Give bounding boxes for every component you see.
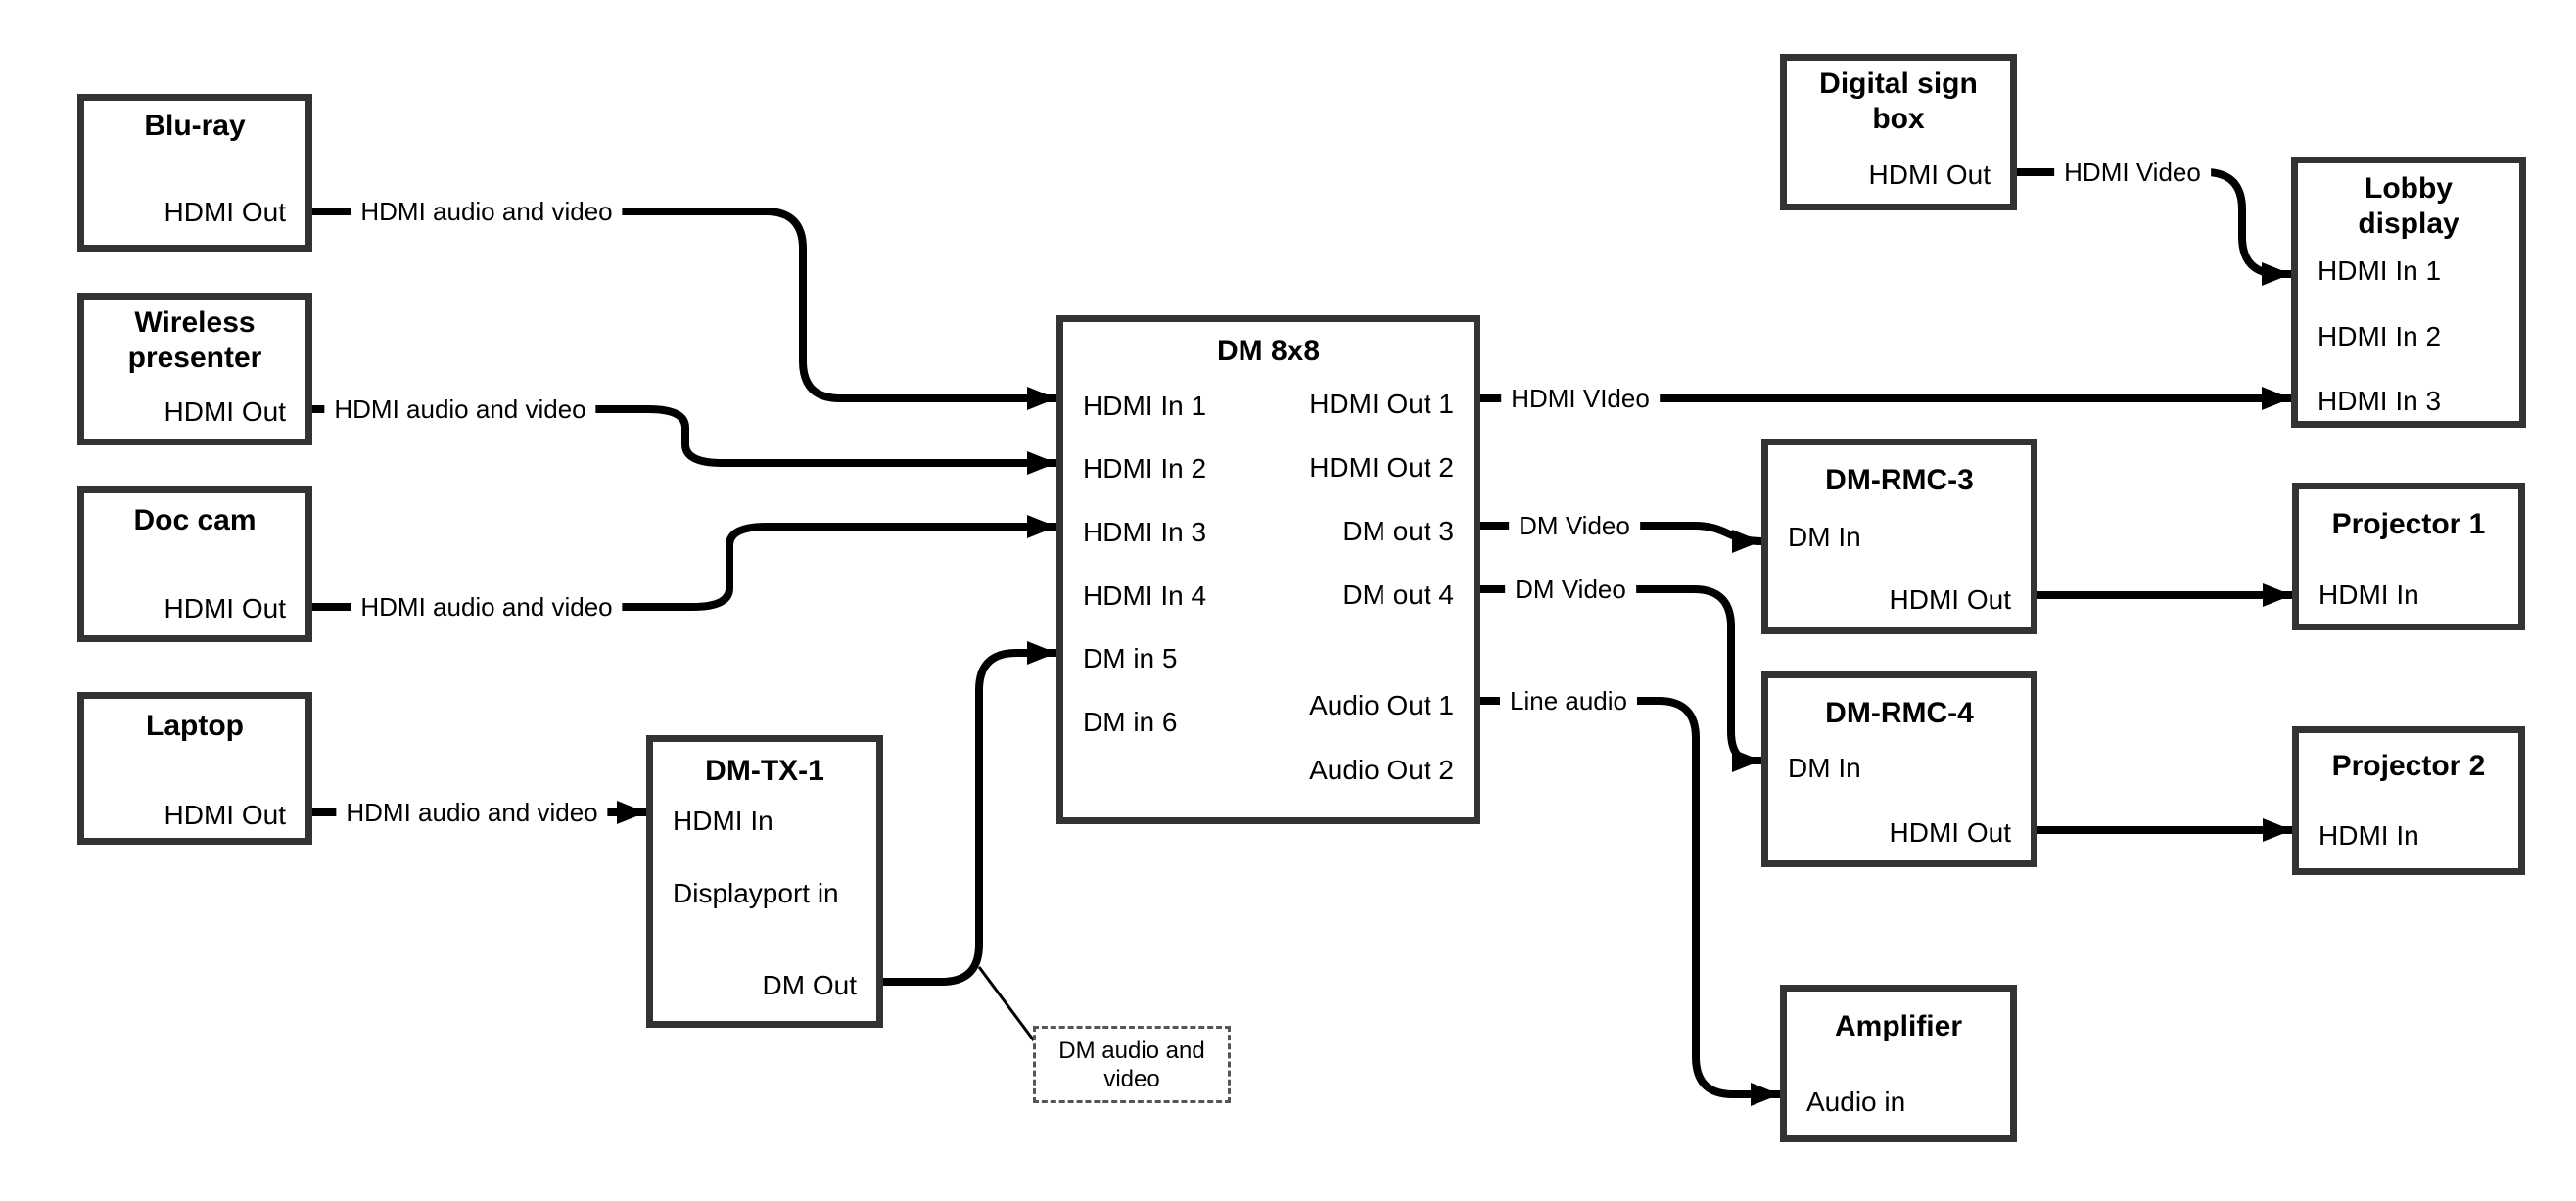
node-title: Digital sign box <box>1819 68 1978 135</box>
wire-label-hdmi-audio-video-2: HDMI audio and video <box>324 392 596 427</box>
node-title: DM-RMC-3 <box>1825 464 1974 496</box>
port-dm-out: DM Out <box>762 970 857 1000</box>
node-dm-rmc-4: DM-RMC-4 DM In HDMI Out <box>1761 671 2037 867</box>
port-dm-out-3: DM out 3 <box>1342 516 1454 546</box>
node-title: Doc cam <box>133 504 257 536</box>
wire-bluray-to-dm8x8-in1 <box>312 208 1056 410</box>
port-hdmi-out: HDMI Out <box>1889 584 2011 615</box>
wire-dm8x8-out4-to-rmc4 <box>1480 585 1761 772</box>
port-dm-in: DM In <box>1788 522 1861 552</box>
port-audio-out-1: Audio Out 1 <box>1309 690 1454 720</box>
port-hdmi-out: HDMI Out <box>164 396 286 427</box>
node-title: Projector 2 <box>2331 750 2486 782</box>
node-title: DM-RMC-4 <box>1825 697 1974 729</box>
wire-sign-to-lobby-in1 <box>2017 168 2291 286</box>
node-lobby-display: Lobby display HDMI In 1 HDMI In 2 HDMI I… <box>2291 157 2526 428</box>
wire-label-hdmi-video-lobby: HDMI VIdeo <box>1501 381 1660 416</box>
node-laptop: Laptop HDMI Out <box>77 692 312 845</box>
node-digital-sign-box: Digital sign box HDMI Out <box>1780 54 2017 210</box>
wire-dm8x8-out3-to-rmc3 <box>1480 522 1762 553</box>
port-hdmi-out-1: HDMI Out 1 <box>1309 389 1454 419</box>
node-dm-tx-1: DM-TX-1 HDMI In Displayport in DM Out <box>646 735 883 1028</box>
port-hdmi-out: HDMI Out <box>1868 160 1991 190</box>
port-audio-out-2: Audio Out 2 <box>1309 755 1454 785</box>
port-hdmi-in: HDMI In <box>673 806 773 836</box>
port-hdmi-in-2: HDMI In 2 <box>2318 321 2442 351</box>
wire-label-hdmi-audio-video-4: HDMI audio and video <box>336 795 608 830</box>
node-title: Laptop <box>146 710 244 742</box>
node-title: Amplifier <box>1834 1010 1963 1042</box>
node-title: Lobby display <box>2358 172 2459 240</box>
port-hdmi-in-3: HDMI In 3 <box>1083 517 1207 547</box>
wire-dmtx1-to-dm8x8-in5 <box>883 641 1056 986</box>
port-dm-out-4: DM out 4 <box>1342 579 1454 610</box>
wire-label-dm-video-4: DM Video <box>1505 572 1636 607</box>
wire-label-hdmi-audio-video-1: HDMI audio and video <box>351 194 623 229</box>
wire-label-hdmi-audio-video-3: HDMI audio and video <box>351 589 623 624</box>
node-title: Projector 1 <box>2331 508 2486 540</box>
node-dm-rmc-3: DM-RMC-3 DM In HDMI Out <box>1761 439 2037 634</box>
node-wireless-presenter: Wireless presenter HDMI Out <box>77 293 312 445</box>
callout-text: DM audio and video <box>1058 1037 1205 1092</box>
node-title: DM 8x8 <box>1216 335 1321 367</box>
port-hdmi-in-2: HDMI In 2 <box>1083 453 1207 484</box>
node-title: Wireless presenter <box>127 306 262 374</box>
port-hdmi-in-3: HDMI In 3 <box>2318 386 2442 416</box>
port-audio-in: Audio in <box>1806 1086 1906 1117</box>
node-doc-cam: Doc cam HDMI Out <box>77 486 312 642</box>
node-projector-2: Projector 2 HDMI In <box>2292 726 2525 875</box>
wire-label-dm-video-3: DM Video <box>1509 508 1640 543</box>
wire-label-hdmi-video-sign: HDMI Video <box>2054 155 2211 190</box>
port-dm-in-6: DM in 6 <box>1083 707 1178 737</box>
node-title: DM-TX-1 <box>705 755 824 787</box>
port-hdmi-out: HDMI Out <box>164 593 286 624</box>
wire-doccam-to-dm8x8-in3 <box>312 515 1056 611</box>
wire-wireless-to-dm8x8-in2 <box>312 405 1056 475</box>
port-dm-in: DM In <box>1788 753 1861 783</box>
port-hdmi-out: HDMI Out <box>1889 817 2011 848</box>
node-projector-1: Projector 1 HDMI In <box>2292 483 2525 630</box>
node-amplifier: Amplifier Audio in <box>1780 985 2017 1142</box>
wire-dm8x8-audio1-to-amp <box>1480 697 1780 1106</box>
port-hdmi-in-1: HDMI In 1 <box>2318 255 2442 286</box>
callout-pointer-line <box>977 966 1038 1044</box>
port-hdmi-out-2: HDMI Out 2 <box>1309 452 1454 483</box>
node-blu-ray: Blu-ray HDMI Out <box>77 94 312 252</box>
port-hdmi-in-4: HDMI In 4 <box>1083 580 1207 611</box>
callout-dm-audio-and-video: DM audio and video <box>1033 1026 1231 1103</box>
port-dm-in-5: DM in 5 <box>1083 643 1178 673</box>
wire-label-line-audio: Line audio <box>1500 683 1637 718</box>
node-title: Blu-ray <box>144 110 246 142</box>
port-hdmi-out: HDMI Out <box>164 800 286 830</box>
port-hdmi-in: HDMI In <box>2318 820 2419 851</box>
port-displayport-in: Displayport in <box>673 878 839 908</box>
port-hdmi-in-1: HDMI In 1 <box>1083 391 1207 421</box>
node-dm-8x8: DM 8x8 HDMI In 1 HDMI In 2 HDMI In 3 HDM… <box>1056 315 1480 824</box>
port-hdmi-in: HDMI In <box>2318 579 2419 610</box>
port-hdmi-out: HDMI Out <box>164 197 286 227</box>
